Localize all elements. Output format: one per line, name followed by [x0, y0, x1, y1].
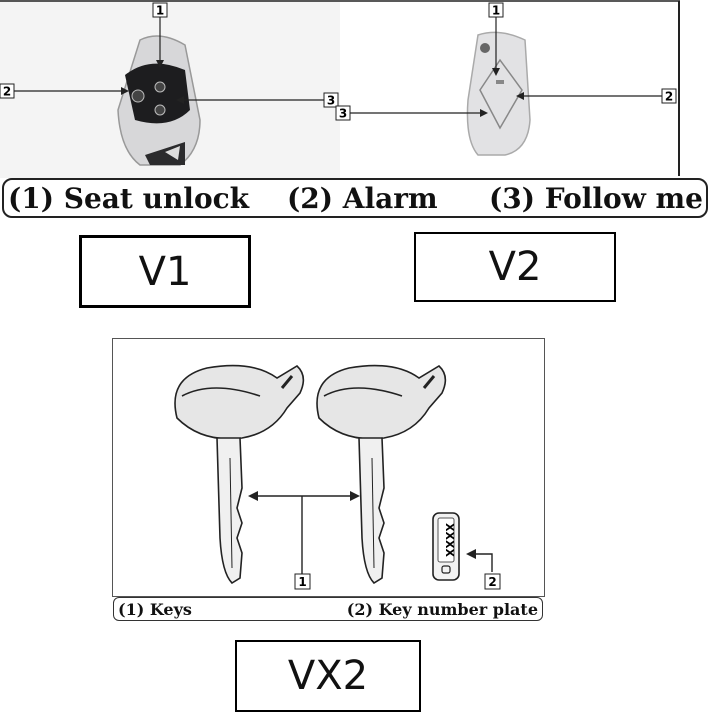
caption-alarm: (2) Alarm: [287, 182, 438, 215]
key-right: [316, 364, 447, 585]
svg-text:1: 1: [492, 4, 500, 18]
version-label-vx2: VX2: [235, 640, 421, 712]
keys-figure-caption: (1) Keys (2) Key number plate: [113, 597, 543, 621]
v1-callout-3: 3: [176, 92, 339, 108]
v1-callout-2: 2: [0, 83, 129, 99]
v1-remote-key: [117, 35, 201, 166]
key-number-plate: XXXX: [432, 512, 460, 581]
v2-remote-key: [466, 31, 531, 156]
version-label-vx2-text: VX2: [287, 653, 369, 699]
keys-callout-1: 1: [248, 491, 360, 590]
key-left: [174, 364, 305, 585]
v2-callout-3: 3: [335, 105, 488, 121]
caption-follow-me: (3) Follow me: [489, 182, 703, 215]
keys-callout-2: 2: [466, 549, 501, 590]
remote-keys-figure: 1 2 3 1 3 2: [0, 0, 680, 178]
version-label-v1-text: V1: [138, 248, 192, 295]
svg-text:1: 1: [156, 4, 164, 18]
version-label-v2: V2: [414, 232, 616, 302]
svg-text:3: 3: [339, 107, 347, 121]
svg-text:3: 3: [327, 94, 335, 108]
caption-key-number-plate: (2) Key number plate: [346, 600, 538, 619]
remote-figure-caption: (1) Seat unlock (2) Alarm (3) Follow me: [2, 178, 708, 218]
version-label-v1: V1: [79, 235, 251, 308]
svg-text:1: 1: [298, 575, 306, 589]
v2-callout-1: 1: [488, 2, 504, 76]
version-label-v2-text: V2: [488, 244, 542, 290]
svg-text:2: 2: [665, 90, 673, 104]
mechanical-keys-figure: 1 XXXX 2: [112, 338, 545, 597]
v1-callout-1: 1: [152, 2, 168, 68]
key-plate-text: XXXX: [443, 523, 456, 557]
svg-text:2: 2: [3, 85, 11, 99]
svg-text:2: 2: [488, 575, 496, 589]
caption-seat-unlock: (1) Seat unlock: [8, 182, 250, 215]
caption-keys: (1) Keys: [118, 600, 192, 619]
v2-callout-2: 2: [516, 88, 677, 104]
